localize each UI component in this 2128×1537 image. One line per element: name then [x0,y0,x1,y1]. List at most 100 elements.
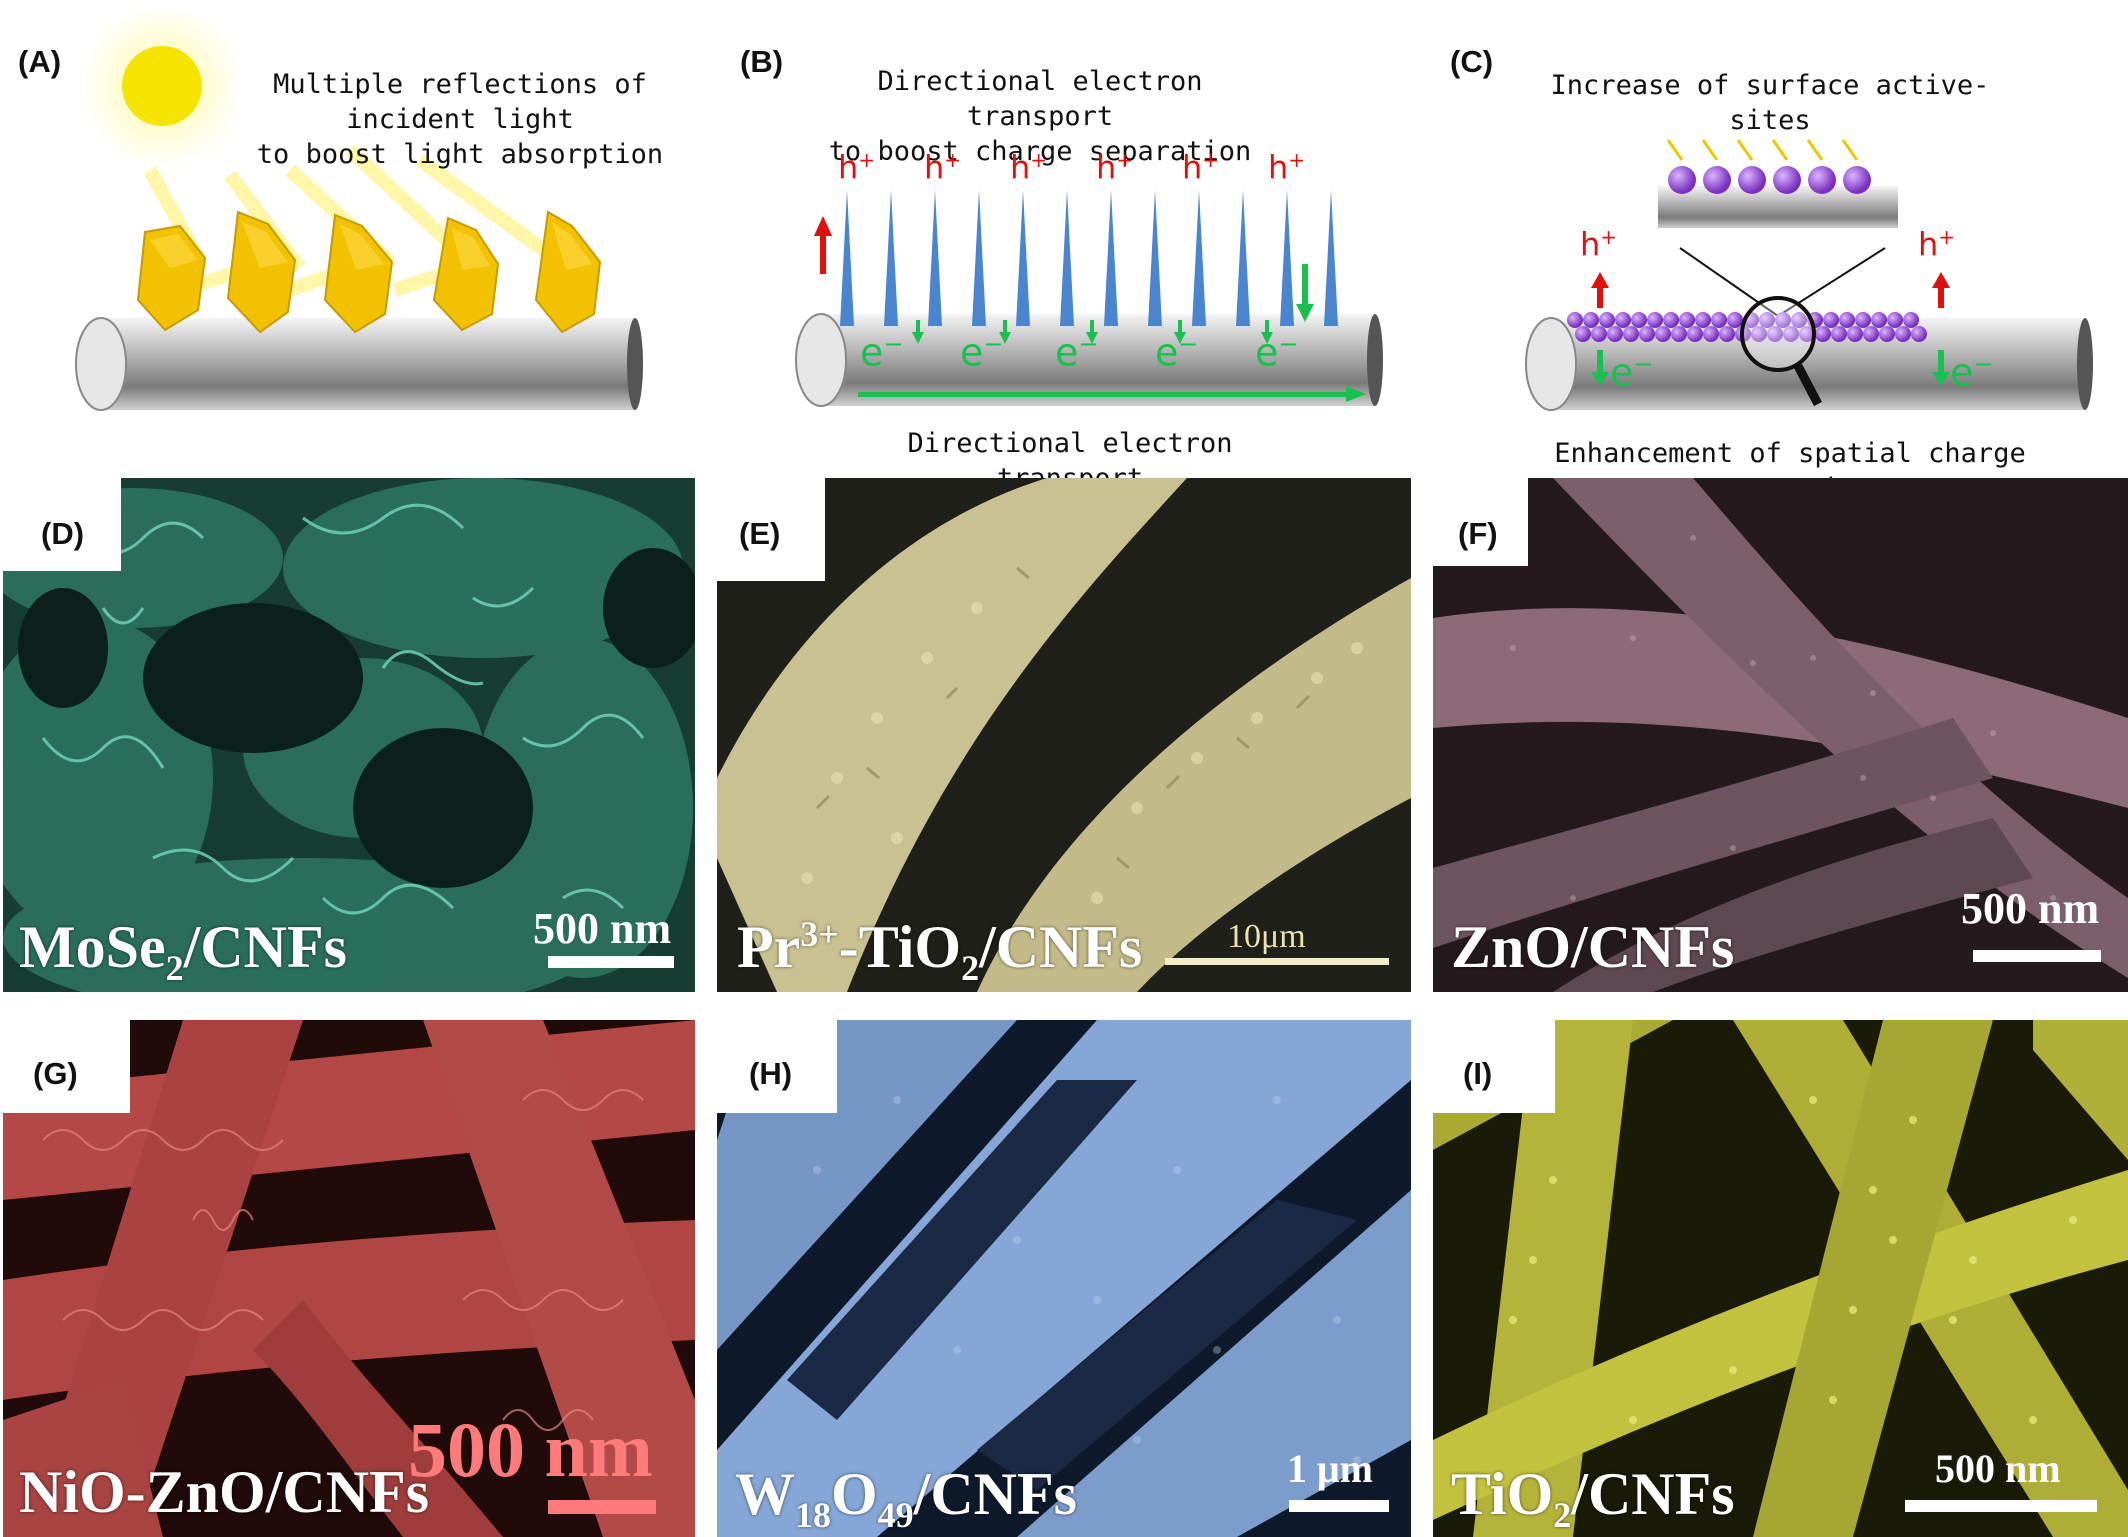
atom [1831,326,1847,342]
material-label: Pr3+-TiO2/CNFs [737,914,1143,988]
hole-label: h+ [1182,148,1220,187]
atom [1727,312,1743,328]
hole-label: h+ [838,148,876,187]
panel-label: (D) [41,516,85,551]
atom [1847,326,1863,342]
atom [1591,326,1607,342]
panel-label: (A) [18,44,62,79]
label-corner [717,1020,837,1113]
atom [1575,326,1591,342]
sem-image-i: (I) TiO2/CNFs 500 nm [1433,1020,2128,1537]
atom [1647,312,1663,328]
atom [1767,326,1783,342]
scale-bar [548,956,674,968]
crystals [136,210,602,334]
scale-bar-label: 500 nm [1935,1446,2061,1491]
panel-label: (B) [740,44,784,79]
sem-texture [3,478,695,992]
electron-arrow-icon [1591,350,1950,386]
sem-image-g: (G) NiO-ZnO/CNFs 500 nm [3,1020,695,1537]
atom [1911,326,1927,342]
hole-label: h+ [1918,225,1956,264]
atom [1719,326,1735,342]
atom [1903,312,1919,328]
panel-label: (E) [739,516,781,551]
atom [1679,312,1695,328]
sem-image-d: (D) MoSe2/CNFs 500 nm [3,478,695,992]
fiber-end [795,313,847,407]
hole-label: h+ [1010,148,1048,187]
atom [1671,326,1687,342]
scale-bar [548,1500,656,1514]
atom [1823,312,1839,328]
transport-arrow-icon [858,386,1366,402]
panel-b-caption: Directional electron transport to boost … [828,66,1252,167]
panel-b: (B) Directional electron transport to bo… [710,0,1410,494]
hole-label: h+ [1268,148,1306,187]
atom [1599,312,1615,328]
hole-label: h+ [924,148,962,187]
electron-label: e− [1155,330,1199,375]
scale-bar [1289,1500,1389,1512]
sem-texture [1433,478,2128,992]
electron-transport-diagram [795,190,1383,407]
fiber-end [75,317,127,411]
sun-icon [122,46,202,126]
atom [1783,326,1799,342]
atom [1583,312,1599,328]
atom [1567,312,1583,328]
sem-image-e: (E) Pr3+-TiO2/CNFs 10μm [717,478,1411,992]
panel-a-caption: Multiple reflections of incident light t… [256,69,664,170]
panel-label: (G) [33,1056,78,1091]
electron-label: e− [960,330,1004,375]
hole-label: h+ [1096,148,1134,187]
label-corner [3,1020,130,1113]
fiber-end [1525,317,1577,411]
material-label: TiO2/CNFs [1451,1461,1735,1535]
carbon-nanofiber [100,318,635,410]
atom [1751,326,1767,342]
label-corner [717,478,825,581]
scale-bar-label: 500 nm [1961,884,2100,933]
atom [1631,312,1647,328]
sem-image-f: (F) ZnO/CNFs 500 nm [1433,478,2128,992]
inset-atoms [1668,166,1871,194]
scale-bar [1973,950,2101,962]
atom [1775,312,1791,328]
atom [1815,326,1831,342]
surface-sites-diagram [1525,139,2093,411]
panel-a: (A) [0,0,700,460]
atom [1655,326,1671,342]
atom [1695,312,1711,328]
atom [1639,326,1655,342]
atom [1887,312,1903,328]
nanorods [840,190,1338,326]
panel-label: (I) [1463,1056,1493,1091]
scale-bar-label: 10μm [1227,918,1306,955]
label-corner [1433,478,1528,566]
scale-bar-label: 500 nm [533,904,672,953]
electron-label: e− [1255,330,1299,375]
hole-arrow-icon [1591,272,1950,308]
label-corner [1433,1020,1555,1113]
panel-c-top-caption: Increase of surface active-sites [1550,70,1990,136]
panel-label: (H) [749,1056,793,1091]
scale-bar [1165,958,1389,965]
material-label: NiO-ZnO/CNFs [19,1459,430,1525]
electron-label: e− [1610,350,1654,395]
atom [1791,312,1807,328]
panel-label: (F) [1458,516,1498,551]
light-absorption-diagram [75,4,643,411]
electron-label: e− [1950,350,1994,395]
atom [1871,312,1887,328]
atom-layer [1567,312,1927,342]
atom [1759,312,1775,328]
electron-arrow-icon [912,264,1314,344]
atom [1799,326,1815,342]
panel-c: (C) Increase of surface active-sites [1430,0,2128,504]
atom [1703,326,1719,342]
label-corner [3,478,121,571]
material-label: MoSe2/CNFs [19,914,347,988]
scale-bar-label: 500 nm [408,1406,653,1493]
sem-image-h: (H) W18O49/CNFs 1 μm [717,1020,1411,1537]
